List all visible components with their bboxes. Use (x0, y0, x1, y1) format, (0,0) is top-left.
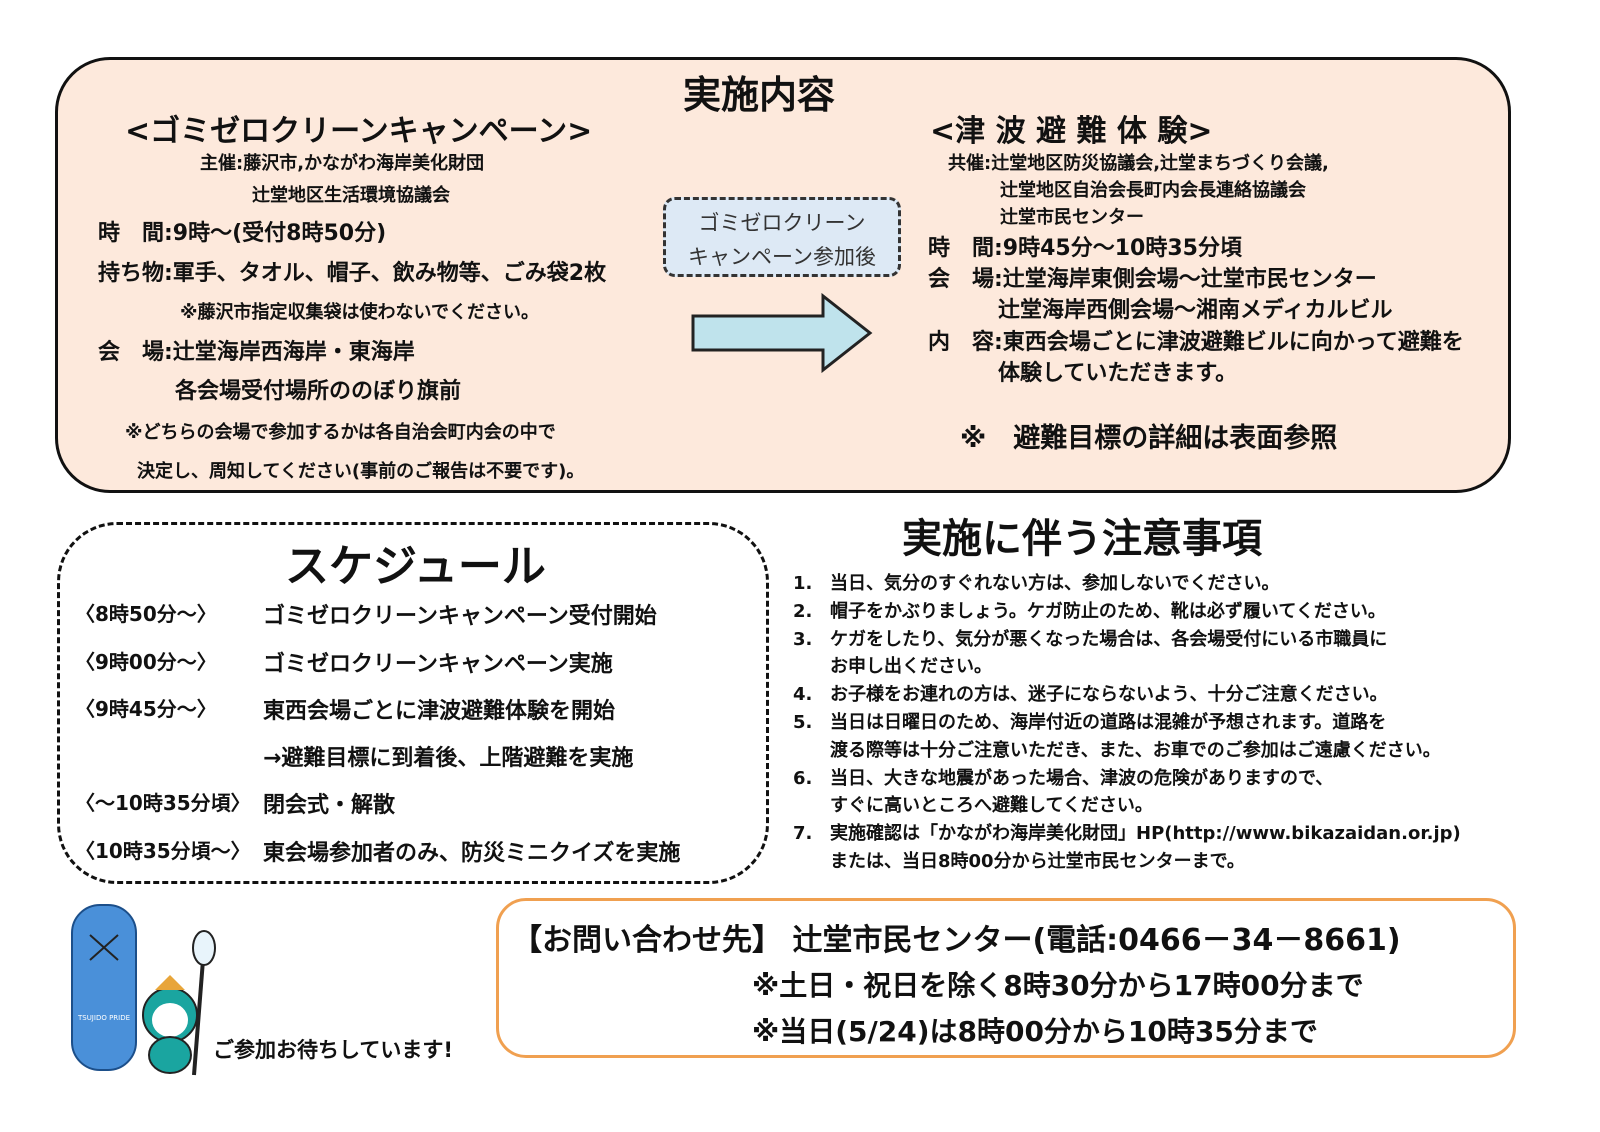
tsunami-time: 時 間:9時45分～10時35分頃 (928, 236, 1242, 261)
welcome-caption: ご参加お待ちしています! (213, 1038, 453, 1062)
contact-line-1: 【お問い合わせ先】 辻堂市民センター(電話:0466－34－8661) (512, 923, 1401, 958)
cleanup-note-2: 決定し、周知してください(事前のご報告は不要です)。 (137, 461, 585, 482)
cleanup-venue-2: 各会場受付場所ののぼり旗前 (175, 379, 462, 404)
cleanup-items: 持ち物:軍手、タオル、帽子、飲み物等、ごみ袋2枚 (98, 261, 607, 286)
mascot-illustration: TSUJIDO PRIDE (71, 904, 216, 1076)
notes-item: 渡る際等は十分ご注意いただき、また、お車でのご参加はご遠慮ください。 (793, 736, 1441, 762)
notes-item: または、当日8時00分から辻堂市民センターまで。 (793, 847, 1245, 873)
notes-item: 3. ケガをしたり、気分が悪くなった場合は、各会場受付にいる市職員に (793, 625, 1387, 651)
right-arrow-icon (691, 293, 873, 373)
notes-item-number: 3. (793, 628, 813, 650)
notes-item-number: 4. (793, 684, 813, 706)
notes-title: 実施に伴う注意事項 (902, 516, 1262, 562)
notes-item: 4. お子様をお連れの方は、迷子にならないよう、十分ご注意ください。 (793, 680, 1388, 706)
notes-item-text: または、当日8時00分から辻堂市民センターまで。 (830, 851, 1245, 872)
notes-item: 7. 実施確認は「かながわ海岸美化財団」HP(http://www.bikazai… (793, 819, 1461, 845)
notes-item: 1. 当日、気分のすぐれない方は、参加しないでください。 (793, 569, 1279, 595)
notes-item-number: 6. (793, 767, 813, 789)
tsunami-content: 内 容:東西会場ごとに津波避難ビルに向かって避難を (928, 330, 1464, 355)
notes-item-number: 2. (793, 600, 813, 622)
notes-item-number: 1. (793, 573, 813, 594)
mascot-face (152, 1003, 188, 1037)
schedule-time: 〈～10時35分頃〉 (75, 791, 251, 815)
tsunami-content-2: 体験していただきます。 (998, 361, 1238, 386)
notes-item: 2. 帽子をかぶりましょう。ケガ防止のため、靴は必ず履いてください。 (793, 597, 1386, 623)
tsunami-venue: 会 場:辻堂海岸東側会場～辻堂市民センター (928, 267, 1377, 292)
bridge-line-2: キャンペーン参加後 (688, 245, 876, 269)
paddle-blade (192, 930, 216, 966)
schedule-text: 東西会場ごとに津波避難体験を開始 (263, 699, 616, 724)
mascot-body (148, 1036, 192, 1074)
notes-item-text: 実施確認は「かながわ海岸美化財団」HP(http://www.bikazaida… (830, 823, 1461, 845)
after-cleanup-label: ゴミゼロクリーン キャンペーン参加後 (663, 197, 901, 277)
cleanup-note: ※どちらの会場で参加するかは各自治会町内会の中で (125, 422, 556, 443)
tsunami-cohost-3: 辻堂市民センター (1000, 207, 1144, 228)
schedule-time: 〈9時00分～〉 (75, 650, 217, 674)
mascot-hat (155, 975, 185, 990)
cleanup-organizer: 主催:藤沢市,かながわ海岸美化財団 (200, 153, 485, 174)
cleanup-organizer-2: 辻堂地区生活環境協議会 (252, 185, 450, 206)
notes-item-number: 5. (793, 712, 813, 733)
notes-item-number: 7. (793, 823, 813, 845)
board-laces (89, 934, 119, 961)
notes-item-text: 渡る際等は十分ご注意いただき、また、お車でのご参加はご遠慮ください。 (830, 739, 1441, 761)
notes-item: すぐに高いところへ避難してください。 (793, 791, 1153, 817)
schedule-time: 〈10時35分頃～〉 (75, 839, 251, 863)
schedule-text: 閉会式・解散 (263, 793, 396, 818)
schedule-text: 東会場参加者のみ、防災ミニクイズを実施 (263, 841, 681, 866)
tsunami-heading: <津 波 避 難 体 験> (930, 114, 1213, 149)
schedule-time: 〈8時50分～〉 (75, 602, 217, 626)
notes-item: お申し出ください。 (793, 652, 992, 678)
schedule-text: →避難目標に到着後、上階避難を実施 (263, 746, 634, 771)
tsunami-venue-2: 辻堂海岸西側会場～湘南メディカルビル (998, 298, 1393, 323)
notes-item-text: すぐに高いところへ避難してください。 (830, 795, 1153, 817)
tsunami-cohost-2: 辻堂地区自治会長町内会長連絡協議会 (1000, 180, 1306, 201)
contact-event-day-hours: ※当日(5/24)は8時00分から10時35分まで (752, 1015, 1318, 1048)
overview-title: 実施内容 (683, 73, 836, 117)
notes-item-text: お子様をお連れの方は、迷子にならないよう、十分ご注意ください。 (830, 684, 1388, 706)
tsunami-cohost: 共催:辻堂地区防災協議会,辻堂まちづくり会議, (948, 153, 1329, 174)
notes-item-text: ケガをしたり、気分が悪くなった場合は、各会場受付にいる市職員に (830, 628, 1388, 650)
notes-item-text: 当日、気分のすぐれない方は、参加しないでください。 (830, 573, 1280, 594)
paddle-board (71, 904, 137, 1071)
schedule-text: ゴミゼロクリーンキャンペーン受付開始 (263, 604, 657, 629)
schedule-text: ゴミゼロクリーンキャンペーン実施 (263, 652, 613, 677)
board-text: TSUJIDO PRIDE (77, 1014, 130, 1022)
notes-item-text: お申し出ください。 (830, 656, 992, 678)
notes-item-text: 帽子をかぶりましょう。ケガ防止のため、靴は必ず履いてください。 (830, 600, 1386, 622)
notes-item: 6. 当日、大きな地震があった場合、津波の危険がありますので、 (793, 764, 1333, 790)
schedule-time: 〈9時45分～〉 (75, 697, 217, 721)
cleanup-items-note: ※藤沢市指定収集袋は使わないでください。 (180, 302, 539, 323)
bridge-line-1: ゴミゼロクリーン (698, 211, 866, 235)
notes-item-text: 当日は日曜日のため、海岸付近の道路は混雑が予想されます。道路を (830, 712, 1387, 733)
cleanup-time: 時 間:9時～(受付8時50分) (98, 221, 387, 246)
schedule-panel (57, 522, 769, 884)
tsunami-note: ※ 避難目標の詳細は表面参照 (960, 423, 1338, 454)
paddle-pole (192, 959, 205, 1076)
notes-item: 5. 当日は日曜日のため、海岸付近の道路は混雑が予想されます。道路を (793, 708, 1386, 734)
cleanup-venue: 会 場:辻堂海岸西海岸・東海岸 (98, 340, 415, 365)
cleanup-heading: <ゴミゼロクリーンキャンペーン> (125, 114, 593, 149)
contact-panel (496, 898, 1516, 1058)
notes-item-text: 当日、大きな地震があった場合、津波の危険がありますので、 (830, 767, 1334, 789)
contact-hours: ※土日・祝日を除く8時30分から17時00分まで (752, 969, 1364, 1002)
schedule-title: スケジュール (285, 541, 546, 592)
